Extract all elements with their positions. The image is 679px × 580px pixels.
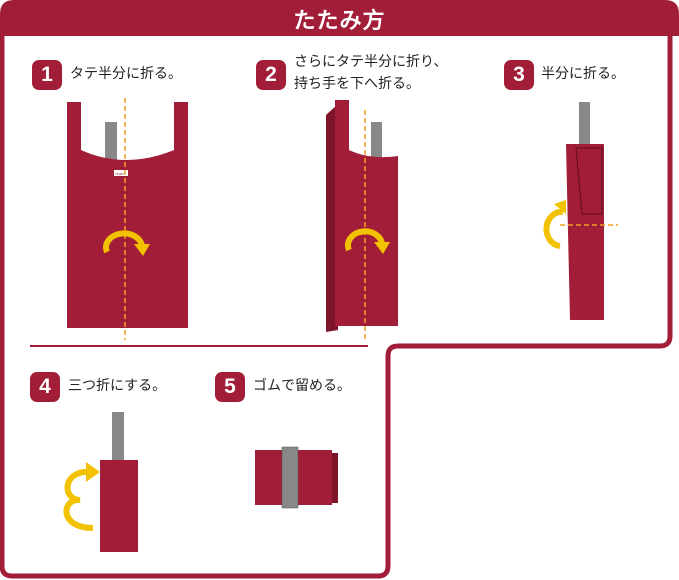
- handle-fold-flap: [575, 147, 603, 215]
- title-tab: [0, 0, 679, 36]
- handle-bar: [112, 412, 124, 464]
- step-2-caption-line1: さらにタテ半分に折り、: [294, 54, 448, 70]
- step-5-number: 5: [215, 372, 245, 402]
- rubber-band: [281, 446, 299, 509]
- brand-tag-text: TEIJIN: [114, 172, 124, 176]
- step-2-number: 2: [256, 60, 286, 90]
- fold-arrowhead-icon: [86, 462, 100, 482]
- step4-illustration: [63, 412, 138, 552]
- bag-shape: [67, 102, 188, 328]
- step5-illustration: [255, 446, 338, 509]
- rotate-arrow-icon: [345, 228, 385, 252]
- step-2-caption-line2: 持ち手を下へ折る。: [294, 76, 420, 92]
- step-3-caption: 半分に折る。: [541, 66, 625, 82]
- handle-bar: [105, 122, 117, 160]
- handle-bar: [579, 102, 590, 146]
- bag-shape: [100, 460, 138, 552]
- rotate-arrowhead-icon: [554, 200, 566, 214]
- step2-illustration: [326, 100, 398, 340]
- bag-shape: [335, 100, 398, 326]
- rotate-arrowhead-icon: [374, 242, 390, 254]
- brand-tag: [114, 170, 128, 176]
- step1-illustration: TEIJIN: [67, 98, 188, 340]
- step-4-number: 4: [30, 372, 60, 402]
- step-5-caption: ゴムで留める。: [253, 378, 351, 394]
- step-1-number: 1: [32, 60, 62, 90]
- step-3-number: 3: [504, 60, 534, 90]
- step3-illustration: [543, 102, 618, 320]
- step-4-caption: 三つ折にする。: [68, 378, 167, 394]
- rotate-arrow-icon: [543, 208, 564, 249]
- step-1-caption: タテ半分に折る。: [70, 66, 182, 82]
- rotate-arrow-icon: [103, 230, 145, 254]
- page-title: たたみ方: [293, 9, 386, 34]
- rotate-arrowhead-icon: [134, 244, 150, 256]
- fold-arrow-icon: [63, 468, 94, 531]
- handle-bar: [371, 122, 382, 162]
